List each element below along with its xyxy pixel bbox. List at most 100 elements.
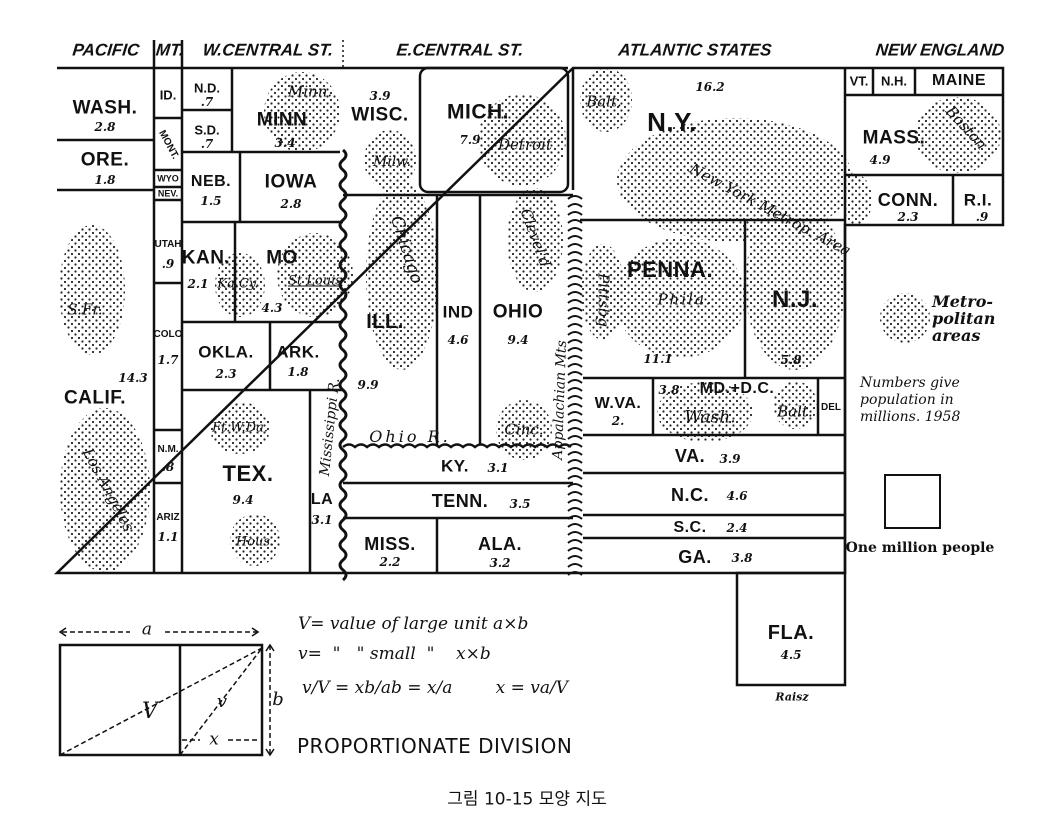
state-wva: W.VA. xyxy=(594,395,642,412)
mountain-chevron xyxy=(567,539,583,544)
mountain-chevron xyxy=(567,203,583,208)
metro-area-pittsbg xyxy=(581,244,625,340)
pop-nc: 4.6 xyxy=(726,489,748,503)
pop-colo: 1.7 xyxy=(157,353,179,367)
mountain-chevron xyxy=(567,531,583,536)
pop-va: 3.9 xyxy=(719,452,741,466)
state-neb: NEB. xyxy=(190,173,232,190)
mountain-chevron xyxy=(567,403,583,408)
prop-formula-2: v= " " small " x×b xyxy=(298,644,491,664)
mountain-chevron xyxy=(567,307,583,312)
state-conn: CONN. xyxy=(877,190,939,210)
pop-ill: 9.9 xyxy=(357,378,379,392)
state-md: MD.+D.C. xyxy=(699,380,775,397)
state-colo: COLO xyxy=(153,329,183,340)
region-w-central: W.CENTRAL ST. xyxy=(201,40,335,60)
pop-ore: 1.8 xyxy=(94,173,116,187)
state-la: LA xyxy=(310,491,334,508)
pop-calif: 14.3 xyxy=(118,371,148,385)
metro-balt-ny: Balt. xyxy=(586,92,622,111)
state-wash: WASH. xyxy=(72,97,138,119)
metro-balt-md: Balt. xyxy=(777,402,813,421)
mountain-chevron xyxy=(567,443,583,448)
prop-label-v: v xyxy=(216,691,228,712)
metro-area-balt-md xyxy=(773,381,817,429)
mountain-chevron xyxy=(567,483,583,488)
state-ark: ARK. xyxy=(276,342,320,362)
mountain-chevron xyxy=(567,451,583,456)
state-ariz: ARIZ xyxy=(156,512,180,523)
region-e-central: E.CENTRAL ST. xyxy=(395,40,525,60)
prop-label-x: x xyxy=(209,729,219,750)
region-pacific: PACIFIC xyxy=(71,40,141,60)
metro-pittsbg: Pittsbg xyxy=(594,273,613,327)
pop-nd: .7 xyxy=(200,95,214,109)
mountain-chevron xyxy=(567,315,583,320)
proportionate-division-diagram xyxy=(58,627,275,757)
mountain-chevron xyxy=(567,275,583,280)
mountain-chevron xyxy=(567,347,583,352)
mountain-chevron xyxy=(567,235,583,240)
state-ri: R.I. xyxy=(963,190,993,210)
metro-cinc: Cinc. xyxy=(504,420,544,439)
metro-kacy: Ka.Cy. xyxy=(217,276,259,292)
metro-area-la xyxy=(60,408,150,572)
state-sc: S.C. xyxy=(673,519,707,536)
metro-area-sfr xyxy=(59,225,125,355)
state-del: DEL xyxy=(821,402,841,413)
mountain-chevron xyxy=(567,355,583,360)
state-okla: OKLA. xyxy=(198,342,254,362)
legend-metro-label: Metro-politan areas xyxy=(932,292,996,345)
mountain-chevron xyxy=(567,283,583,288)
metro-area-ftwda xyxy=(210,402,270,454)
pop-ny: 16.2 xyxy=(695,80,725,94)
state-tex: TEX. xyxy=(222,461,274,486)
state-ohio: OHIO xyxy=(492,301,544,323)
mountain-chevron xyxy=(567,563,583,568)
state-mass: MASS. xyxy=(862,127,926,149)
state-sd: S.D. xyxy=(194,122,220,138)
pop-ri: .9 xyxy=(975,210,989,224)
mountain-chevron xyxy=(567,211,583,216)
state-nd: N.D. xyxy=(194,80,220,96)
pop-wisc: 3.9 xyxy=(369,89,391,103)
prop-label-b: b xyxy=(272,689,284,710)
metro-area-minn xyxy=(264,72,340,152)
mountain-chevron xyxy=(567,395,583,400)
metro-stlouis: St Louis xyxy=(288,273,342,289)
mountain-chevron xyxy=(567,267,583,272)
mississippi-river xyxy=(338,148,348,582)
label-appalachian: Appalachian Mts xyxy=(549,340,571,460)
mountain-chevron xyxy=(567,547,583,552)
state-wisc: WISC. xyxy=(351,104,409,126)
pop-ohio: 9.4 xyxy=(507,333,529,347)
state-tenn: TENN. xyxy=(431,491,489,511)
metro-hous: Hous. xyxy=(235,534,275,550)
state-calif: CALIF. xyxy=(63,387,127,409)
state-miss: MISS. xyxy=(364,534,416,554)
metro-area-nj xyxy=(745,200,845,370)
appalachian-mountains xyxy=(567,195,583,576)
pop-sd: .7 xyxy=(200,137,214,151)
state-ga: GA. xyxy=(678,547,712,567)
pop-tex: 9.4 xyxy=(232,493,254,507)
mountain-chevron xyxy=(567,571,583,576)
pop-la: 3.1 xyxy=(311,513,333,527)
state-fla: FLA. xyxy=(767,622,815,644)
pop-sc: 2.4 xyxy=(726,521,748,535)
mountain-chevron xyxy=(567,331,583,336)
pop-nm: .8 xyxy=(161,460,175,474)
state-penna: PENNA. xyxy=(626,257,714,282)
pop-nj: 5.8 xyxy=(780,353,802,367)
pop-mass: 4.9 xyxy=(869,153,891,167)
mountain-chevron xyxy=(567,323,583,328)
metro-phila: Phila. xyxy=(657,290,713,309)
pop-kan: 2.1 xyxy=(187,277,209,291)
state-nj: N.J. xyxy=(771,286,819,313)
pop-wva: 2. xyxy=(611,414,625,428)
metro-area-phila xyxy=(615,238,745,358)
mountain-chevron xyxy=(567,467,583,472)
mountain-chevron xyxy=(567,387,583,392)
mountain-chevron xyxy=(567,475,583,480)
mountain-chevron xyxy=(567,371,583,376)
